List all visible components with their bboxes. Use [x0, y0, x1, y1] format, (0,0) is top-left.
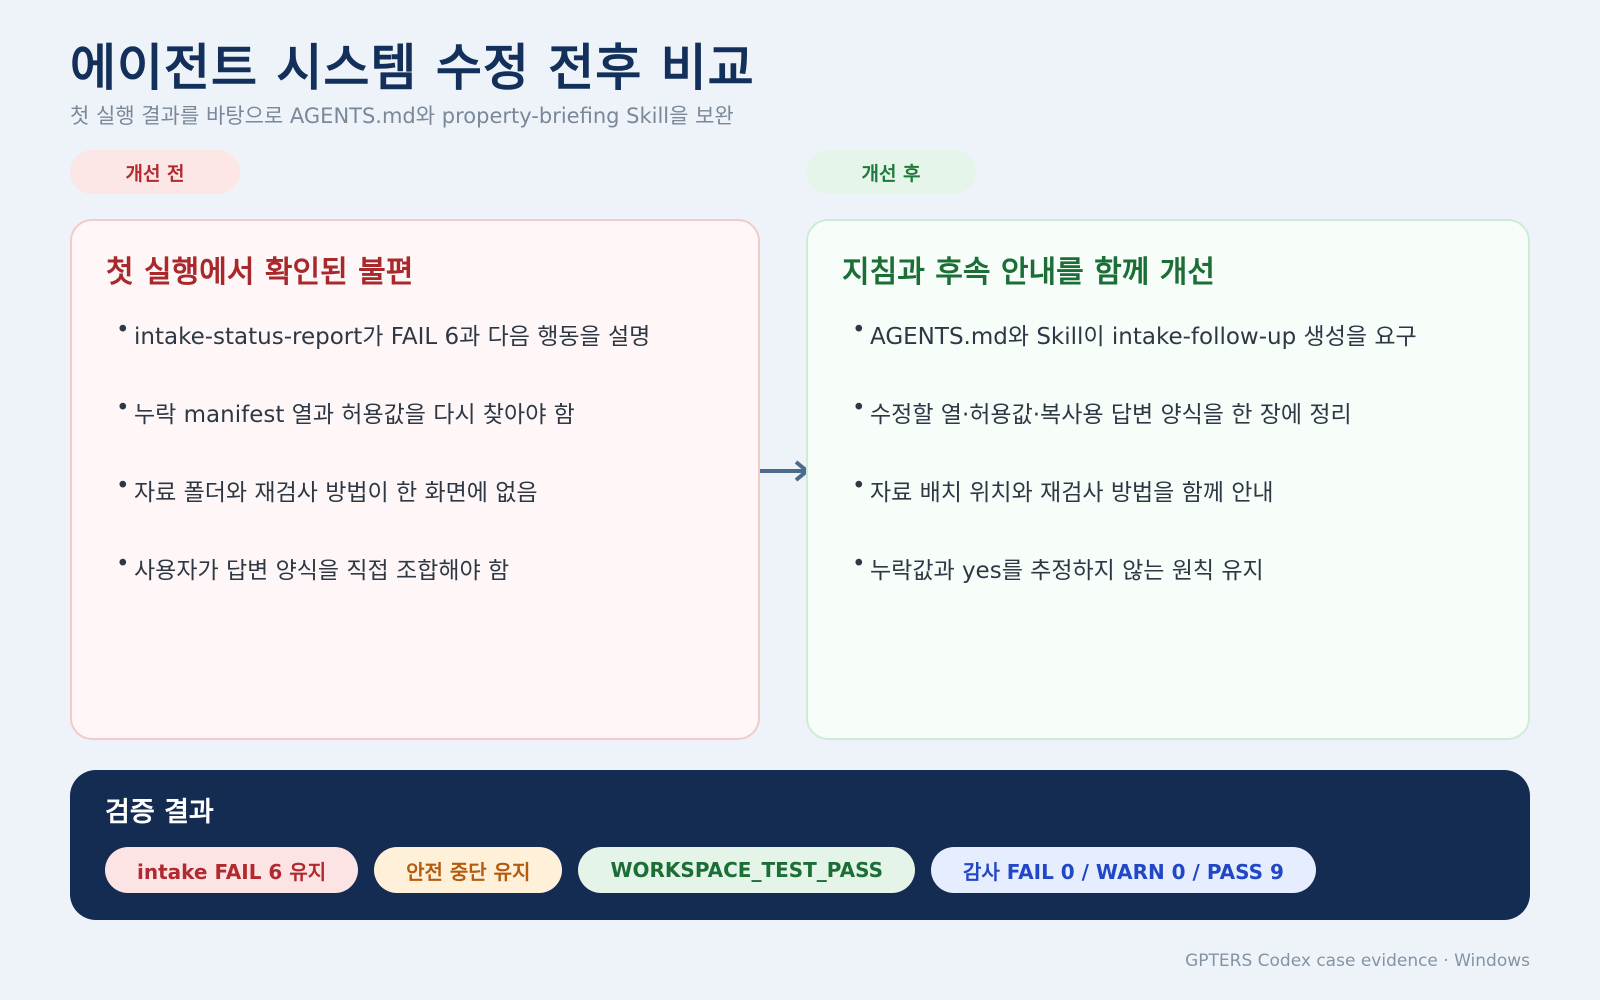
results-title: 검증 결과	[105, 797, 214, 828]
after-card-title: 지침과 후속 안내를 함께 개선	[842, 255, 1215, 290]
before-card-title: 첫 실행에서 확인된 불편	[106, 255, 414, 290]
list-item: •사용자가 답변 양식을 직접 조합해야 함	[116, 551, 724, 629]
list-item-text: 누락 manifest 열과 허용값을 다시 찾아야 함	[134, 402, 575, 428]
list-item-text: AGENTS.md와 Skill이 intake-follow-up 생성을 요…	[870, 324, 1417, 350]
list-item-text: 사용자가 답변 양식을 직접 조합해야 함	[134, 558, 510, 584]
bullet-icon: •	[116, 317, 130, 343]
list-item-text: intake-status-report가 FAIL 6과 다음 행동을 설명	[134, 324, 651, 350]
bullet-icon: •	[852, 317, 866, 343]
status-badge-workspace-test: WORKSPACE_TEST_PASS	[578, 847, 916, 893]
results-badges: intake FAIL 6 유지 안전 중단 유지 WORKSPACE_TEST…	[105, 847, 1495, 893]
before-list: •intake-status-report가 FAIL 6과 다음 행동을 설명…	[106, 317, 724, 629]
list-item-text: 누락값과 yes를 추정하지 않는 원칙 유지	[870, 558, 1264, 584]
status-badge-audit: 감사 FAIL 0 / WARN 0 / PASS 9	[931, 847, 1316, 893]
after-card: 지침과 후속 안내를 함께 개선 •AGENTS.md와 Skill이 inta…	[806, 219, 1530, 740]
bullet-icon: •	[852, 395, 866, 421]
page-title: 에이전트 시스템 수정 전후 비교	[70, 39, 755, 97]
list-item: •AGENTS.md와 Skill이 intake-follow-up 생성을 …	[852, 317, 1494, 395]
list-item-text: 자료 폴더와 재검사 방법이 한 화면에 없음	[134, 480, 538, 506]
list-item-text: 자료 배치 위치와 재검사 방법을 함께 안내	[870, 480, 1274, 506]
list-item-text: 수정할 열·허용값·복사용 답변 양식을 한 장에 정리	[870, 402, 1352, 428]
list-item: •intake-status-report가 FAIL 6과 다음 행동을 설명	[116, 317, 724, 395]
status-badge-intake-fail: intake FAIL 6 유지	[105, 847, 359, 893]
bullet-icon: •	[852, 551, 866, 577]
list-item: •누락 manifest 열과 허용값을 다시 찾아야 함	[116, 395, 724, 473]
status-badge-safe-stop: 안전 중단 유지	[374, 847, 563, 893]
list-item: •자료 폴더와 재검사 방법이 한 화면에 없음	[116, 473, 724, 551]
list-item: •수정할 열·허용값·복사용 답변 양식을 한 장에 정리	[852, 395, 1494, 473]
bullet-icon: •	[116, 473, 130, 499]
list-item: •자료 배치 위치와 재검사 방법을 함께 안내	[852, 473, 1494, 551]
bullet-icon: •	[116, 395, 130, 421]
page-subtitle: 첫 실행 결과를 바탕으로 AGENTS.md와 property-briefi…	[70, 104, 734, 128]
before-label: 개선 전	[70, 150, 240, 194]
footer-caption: GPTERS Codex case evidence · Windows	[1185, 951, 1530, 971]
bullet-icon: •	[852, 473, 866, 499]
arrow-right-icon	[760, 460, 809, 482]
before-card: 첫 실행에서 확인된 불편 •intake-status-report가 FAI…	[70, 219, 760, 740]
list-item: •누락값과 yes를 추정하지 않는 원칙 유지	[852, 551, 1494, 629]
after-label: 개선 후	[806, 150, 976, 194]
after-list: •AGENTS.md와 Skill이 intake-follow-up 생성을 …	[842, 317, 1494, 629]
bullet-icon: •	[116, 551, 130, 577]
results-panel: 검증 결과 intake FAIL 6 유지 안전 중단 유지 WORKSPAC…	[70, 770, 1530, 920]
